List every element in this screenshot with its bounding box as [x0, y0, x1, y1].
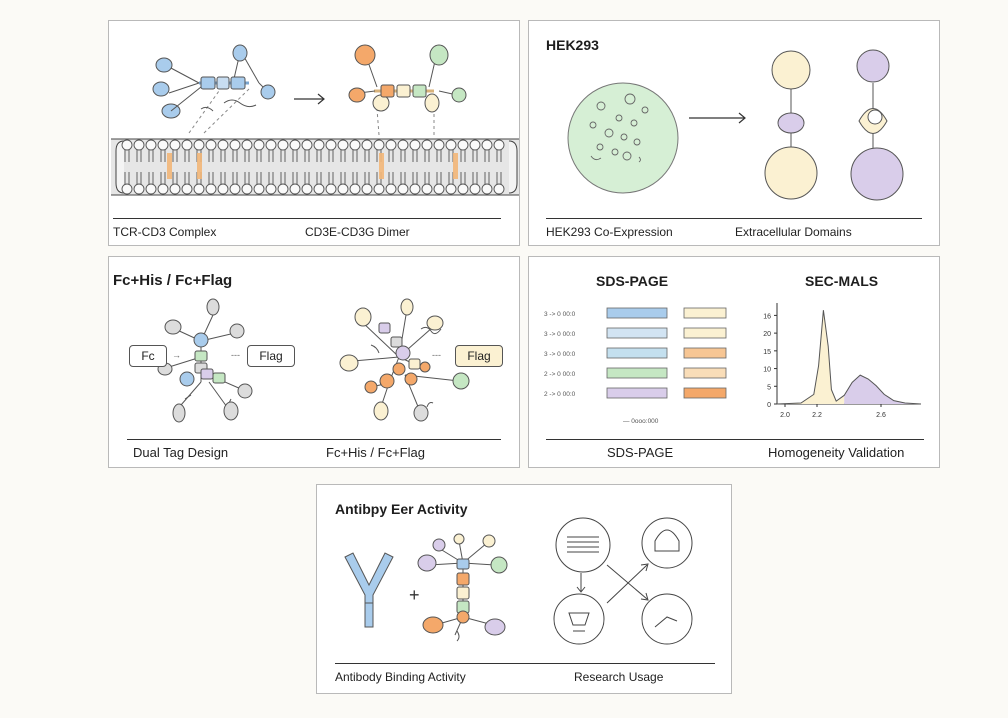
- transmembrane-segments: [167, 153, 458, 179]
- panel-title: Fc+His / Fc+Flag: [113, 272, 233, 289]
- svg-text:→: →: [172, 350, 181, 360]
- extracellular-domain-left: [764, 50, 818, 200]
- antibody-icon: [344, 552, 394, 628]
- gel-lane-label: 3 -> 0 00:0: [544, 311, 576, 318]
- tcr-cd3-complex: [152, 44, 276, 119]
- main-peak-area: [777, 310, 845, 404]
- panel-dual-tag: Fc+His / Fc+Flag: [108, 256, 520, 468]
- arrow-icon: [294, 93, 325, 105]
- y-tick-label: 5: [767, 384, 771, 391]
- x-tick-label: 2.2: [812, 412, 822, 419]
- y-tick-label: 16: [763, 313, 771, 320]
- plus-sign: +: [409, 585, 420, 605]
- caption-right: Fc+His / Fc+Flag: [326, 445, 425, 460]
- cd3e-cd3g-dimer: [348, 44, 467, 113]
- gel-illustration: 3 -> 0 00:0 3 -> 0 00:0 3 -> 0 00:0 2 ->…: [544, 307, 727, 425]
- gel-lane-label: 3 -> 0 00:0: [544, 331, 576, 338]
- shoulder-peak-area: [844, 375, 921, 404]
- y-tick-label: 0: [767, 402, 771, 409]
- caption-right: Homogeneity Validation: [768, 445, 905, 460]
- sds-page-title: SDS-PAGE: [596, 273, 669, 289]
- fc-flag-construct: [339, 298, 470, 422]
- panel-sds-page-sec-mals: SDS-PAGE SEC-MALS 3 -> 0 00:0 3 -> 0 00:…: [528, 256, 940, 468]
- flag-tag-label: Flag: [455, 345, 503, 367]
- gel-lane-label: 3 -> 0 00:0: [544, 351, 576, 358]
- caption-rule: [335, 663, 715, 664]
- panel-hek293: HEK293: [528, 20, 940, 246]
- arrow-icon: [689, 112, 746, 124]
- panel-title: Antibpy Eer Activity: [335, 501, 468, 517]
- svg-text:---: ---: [432, 350, 441, 360]
- antibody-illustration: +: [344, 517, 693, 645]
- gel-bands-lane1: [606, 307, 668, 399]
- caption-rule: [546, 218, 922, 219]
- caption-left: Antibody Binding Activity: [335, 670, 466, 684]
- caption-rule: [546, 439, 924, 440]
- caption-left: HEK293 Co-Expression: [546, 225, 673, 239]
- target-protein: [417, 533, 508, 642]
- hek293-illustration: [567, 49, 904, 201]
- dual-tag-illustration: → ---: [157, 298, 470, 423]
- panel-tcr-cd3: TCR-CD3 Complex CD3E-CD3G Dimer: [108, 20, 520, 246]
- flag-tag-label: Flag: [247, 345, 295, 367]
- y-tick-label: 15: [763, 349, 771, 356]
- fc-his-construct: [157, 298, 253, 423]
- y-tick-label: 10: [763, 367, 771, 374]
- x-tick-label: 2.0: [780, 412, 790, 419]
- caption-rule: [113, 218, 501, 219]
- research-usage-cycle: [553, 517, 693, 645]
- svg-text:---: ---: [231, 350, 240, 360]
- caption-left: SDS-PAGE: [607, 445, 674, 460]
- membrane-illustration: [111, 44, 519, 196]
- lipid-bilayer: [115, 140, 518, 194]
- caption-right: Extracellular Domains: [735, 225, 852, 239]
- caption-left: Dual Tag Design: [133, 445, 229, 460]
- caption-left: TCR-CD3 Complex: [113, 225, 217, 239]
- caption-rule: [127, 439, 501, 440]
- elution-curve: [776, 310, 922, 405]
- x-tick-label: 2.6: [876, 412, 886, 419]
- sec-mals-title: SEC-MALS: [805, 273, 879, 289]
- gel-lane-label: 2 -> 0 00:0: [544, 371, 576, 378]
- y-tick-label: 20: [763, 331, 771, 338]
- sec-mals-chart: 0 5 10 15 20 16 2.0 2.2 2.6: [763, 303, 922, 419]
- panel-antibody-activity: Antibpy Eer Activity +: [316, 484, 732, 694]
- fc-tag-label: Fc: [129, 345, 167, 367]
- gel-legend: — 0ooo:000: [623, 418, 659, 425]
- caption-right: Research Usage: [574, 670, 664, 684]
- gel-bands-lane2: [683, 307, 727, 399]
- extracellular-domain-right: [850, 49, 904, 201]
- caption-right: CD3E-CD3G Dimer: [305, 225, 410, 239]
- gel-lane-label: 2 -> 0 00:0: [544, 391, 576, 398]
- panel-title: HEK293: [546, 37, 599, 53]
- hek293-cell: [567, 82, 679, 194]
